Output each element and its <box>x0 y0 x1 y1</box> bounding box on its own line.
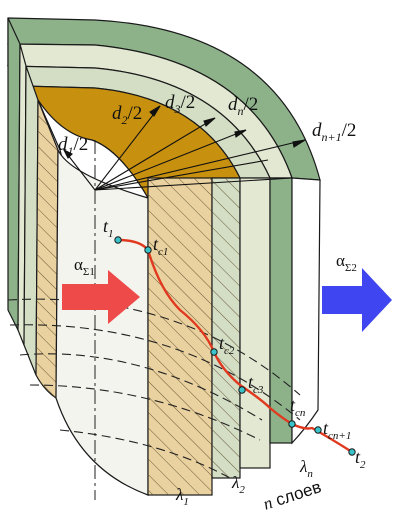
label-alpha-outer: αΣ2 <box>336 251 357 274</box>
label-d1: d1/2 <box>58 134 88 158</box>
radius-arrowhead-n <box>234 129 247 138</box>
label-tc1: tc1 <box>153 234 168 258</box>
hidden-arc-3 <box>19 353 263 421</box>
point-tc1 <box>144 246 152 254</box>
radius-arrow-n <box>94 129 247 191</box>
point-tc3 <box>238 386 246 394</box>
label-dn1: dn+1/2 <box>312 120 356 144</box>
label-lambda-2: λ2 <box>231 473 245 496</box>
radius-arrow-extra-b <box>94 177 293 191</box>
front-layer-2-hatch <box>212 178 240 478</box>
radius-arrowhead-3 <box>203 117 216 127</box>
temperature-curve <box>117 238 353 454</box>
hidden-arc-4 <box>29 384 261 441</box>
radius-arrowhead-1 <box>62 148 73 159</box>
point-tcn1 <box>314 426 322 434</box>
hidden-arc-2 <box>9 324 301 421</box>
left-cut-face <box>7 17 149 496</box>
radius-arrowhead-2 <box>149 105 161 117</box>
label-t1: t1 <box>103 216 114 240</box>
outer-heat-arrow <box>322 268 392 332</box>
label-tc2: tc2 <box>219 333 235 357</box>
label-tcn1: tcn+1 <box>323 418 351 442</box>
inner-heat-arrow <box>62 270 140 324</box>
outer-surface-strip <box>291 177 321 445</box>
radius-arrowhead-n1 <box>292 139 306 148</box>
label-dn: dn/2 <box>228 94 258 118</box>
top-face <box>6 17 321 211</box>
front-cut-face <box>147 177 321 496</box>
layer-caption: n слоев <box>261 477 324 514</box>
radius-arrow-3 <box>94 117 216 191</box>
label-lambda-n: λn <box>299 457 313 480</box>
radius-arrows <box>62 105 306 191</box>
label-d3: d3/2 <box>165 92 195 116</box>
label-tcn: tcn <box>290 395 306 419</box>
radius-arrow-extra-a <box>94 159 269 191</box>
point-t1 <box>114 236 122 244</box>
label-d2: d2/2 <box>112 103 142 127</box>
radius-arrow-2 <box>94 105 161 191</box>
left-layer-1-hatch <box>36 100 58 398</box>
hidden-lines <box>7 298 301 479</box>
point-tc2 <box>210 348 218 356</box>
label-t2: t2 <box>355 447 366 471</box>
layer-caption-text: n слоев <box>261 477 324 514</box>
front-layer-3 <box>239 177 271 469</box>
point-t2 <box>348 448 356 456</box>
hidden-arc-5 <box>59 429 231 479</box>
label-alpha-inner: αΣ1 <box>74 255 95 278</box>
hidden-arc-1 <box>7 298 301 396</box>
front-layer-1-hatch <box>148 178 212 495</box>
label-lambda-1: λ1 <box>175 485 189 508</box>
front-outer-layer <box>269 177 293 444</box>
temperature-points <box>114 236 356 456</box>
point-tcn <box>288 420 296 428</box>
radius-arrow-n1 <box>94 139 306 191</box>
inner-bore-wall <box>55 149 149 496</box>
label-tc3: tc3 <box>248 372 264 396</box>
